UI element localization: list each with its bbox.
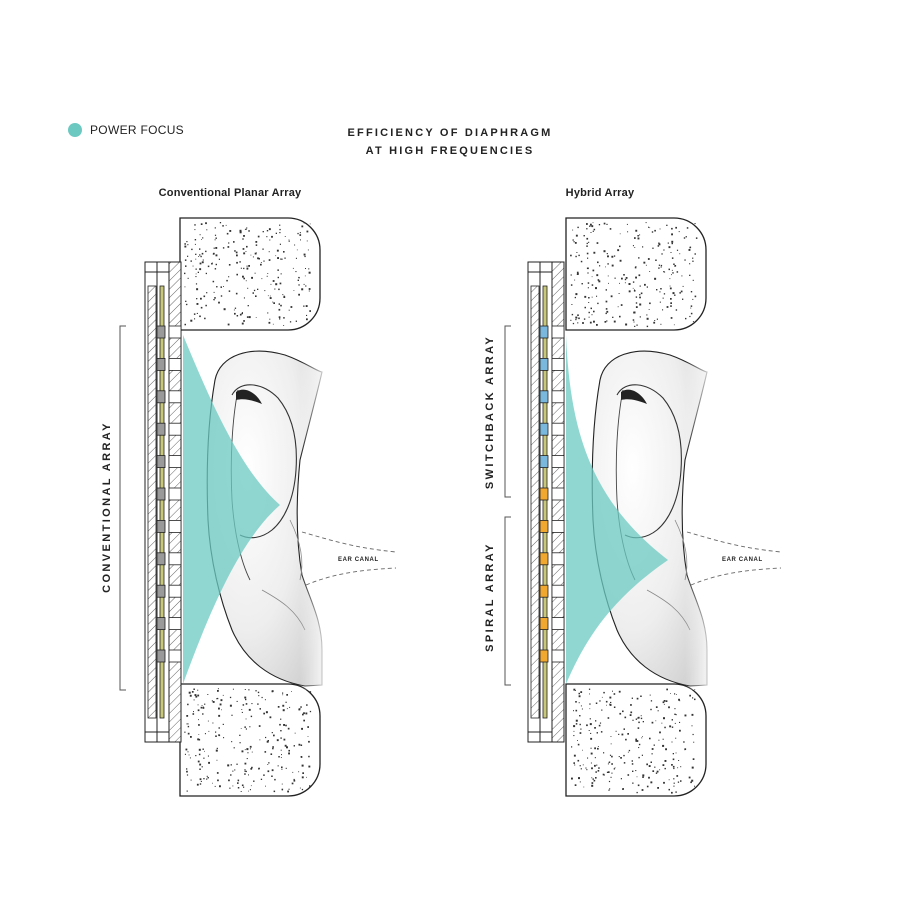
right-ear-shadow [621,389,647,404]
left-driver-port [168,325,182,339]
left-ear-helix [231,384,297,539]
left-driver-magnet [156,357,166,371]
left-driver-port [168,390,182,404]
right-panel-drawing [504,217,782,797]
left-driver-magnet [156,649,166,663]
right-driver-port [551,552,565,566]
right-driver-magnets [539,325,565,663]
right-panel-title: Hybrid Array [565,187,635,199]
left-ear-canal-label: EAR CANAL [338,557,379,563]
right-driver-magnet [539,520,549,533]
title-line-2: AT HIGH FREQUENCIES [365,145,535,157]
right-driver-magnet [539,422,549,436]
left-top-earpad-outline [179,217,321,331]
diagram-title: EFFICIENCY OF DIAPHRAGM AT HIGH FREQUENC… [300,124,600,160]
right-bottom-earpad [565,683,707,797]
right-top-earpad-outline [565,217,707,331]
right-driver-magnet [539,649,549,663]
spiral-array-label: SPIRAL ARRAY [484,542,496,652]
power-focus-swatch [68,123,82,137]
left-driver-port [168,584,182,598]
left-bottom-earpad-speckle [184,688,312,793]
right-ear-helix [616,384,682,539]
conventional-array-label: CONVENTIONAL ARRAY [101,421,113,593]
right-ear-canal-lower [690,567,782,586]
left-driver-port [168,520,182,533]
right-driver-magnet [539,487,549,501]
left-driver-backplate [147,285,157,719]
left-driver-magnet [156,390,166,404]
left-top-earpad [179,217,321,331]
right-driver-port [551,584,565,598]
left-driver-port [168,422,182,436]
left-driver-magnet [156,422,166,436]
left-driver-port [168,617,182,630]
left-ear-canal-upper [301,531,397,553]
legend: POWER FOCUS [68,123,184,137]
right-driver-magnet [539,552,549,566]
left-driver-magnet [156,455,166,469]
left-panel-title: Conventional Planar Array [158,187,302,199]
left-driver [144,261,182,743]
right-power-focus [566,335,668,684]
left-panel-drawing [119,217,397,797]
right-driver-port [551,487,565,501]
left-driver-diaphragm [159,285,165,719]
left-driver-magnet [156,520,166,533]
left-ear-shadow [236,389,262,404]
left-driver-magnet [156,617,166,630]
left-driver-port [168,487,182,501]
left-array-bracket [119,325,126,691]
right-top-earpad-speckle [570,222,698,328]
left-driver-port [168,455,182,469]
left-ear-canal-lower [305,567,397,586]
right-ear [591,350,782,690]
right-driver-port [551,357,565,371]
right-ear-canal-upper [686,531,782,553]
right-driver-port [551,520,565,533]
left-power-focus [183,335,280,684]
title-line-1: EFFICIENCY OF DIAPHRAGM [347,127,553,139]
left-driver-magnet [156,325,166,339]
legend-label: POWER FOCUS [90,123,184,137]
right-driver-port [551,390,565,404]
right-driver-magnet [539,455,549,469]
right-ear-fade [685,350,715,690]
right-driver-port [551,649,565,663]
switchback-array-label: SWITCHBACK ARRAY [484,334,496,490]
right-driver-port [551,422,565,436]
right-driver-magnet [539,390,549,404]
spiral-bracket [504,516,511,686]
right-driver-magnet [539,325,549,339]
right-bottom-earpad-speckle [571,688,696,794]
left-bottom-earpad [179,683,321,797]
right-driver-backplate [530,285,540,719]
right-driver-magnet [539,584,549,598]
left-driver-magnet [156,584,166,598]
left-driver-magnets [156,325,182,663]
left-driver-magnet [156,487,166,501]
right-driver [527,261,565,743]
left-driver-port [168,552,182,566]
left-driver-magnet [156,552,166,566]
left-top-earpad-speckle [184,222,311,326]
right-driver-port [551,617,565,630]
left-ear-fade [300,350,330,690]
left-driver-port [168,649,182,663]
right-driver-magnet [539,357,549,371]
right-driver-port [551,455,565,469]
right-driver-magnet [539,617,549,630]
left-driver-port [168,357,182,371]
switchback-bracket [504,325,511,498]
right-top-earpad [565,217,707,331]
right-driver-diaphragm [542,285,548,719]
right-ear-canal-label: EAR CANAL [722,557,763,563]
right-driver-port [551,325,565,339]
